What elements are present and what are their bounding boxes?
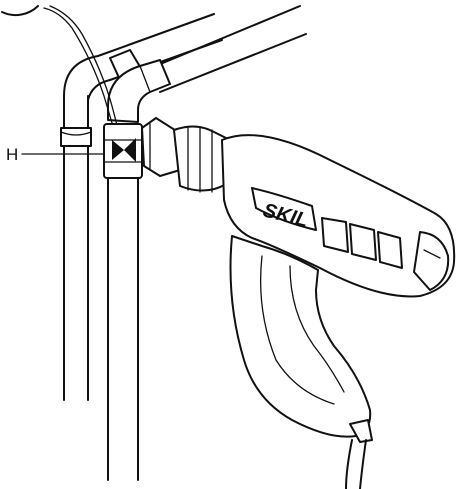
callout-h-label: H	[6, 145, 18, 164]
solder-wire-second	[49, 5, 125, 153]
heat-direction-arrows	[112, 138, 136, 162]
solder-wire	[43, 7, 121, 151]
heat-gun: SKIL	[141, 117, 456, 489]
logo-panel	[251, 187, 317, 231]
horizontal-pipe-lower	[145, 5, 307, 93]
vent-grill	[321, 217, 403, 269]
heat-gun-nozzle	[141, 117, 181, 177]
callout-h: H	[6, 145, 105, 164]
heat-gun-rear-cap	[413, 231, 450, 291]
vertical-pipe-left	[63, 55, 111, 401]
power-cord	[345, 439, 353, 489]
step-number-circle	[1, 5, 39, 17]
vertical-pipe-right	[107, 59, 171, 481]
pipe-clamp-ring	[60, 127, 92, 147]
power-switch-icon	[349, 419, 373, 443]
pipe-joint-fitting	[103, 123, 143, 179]
